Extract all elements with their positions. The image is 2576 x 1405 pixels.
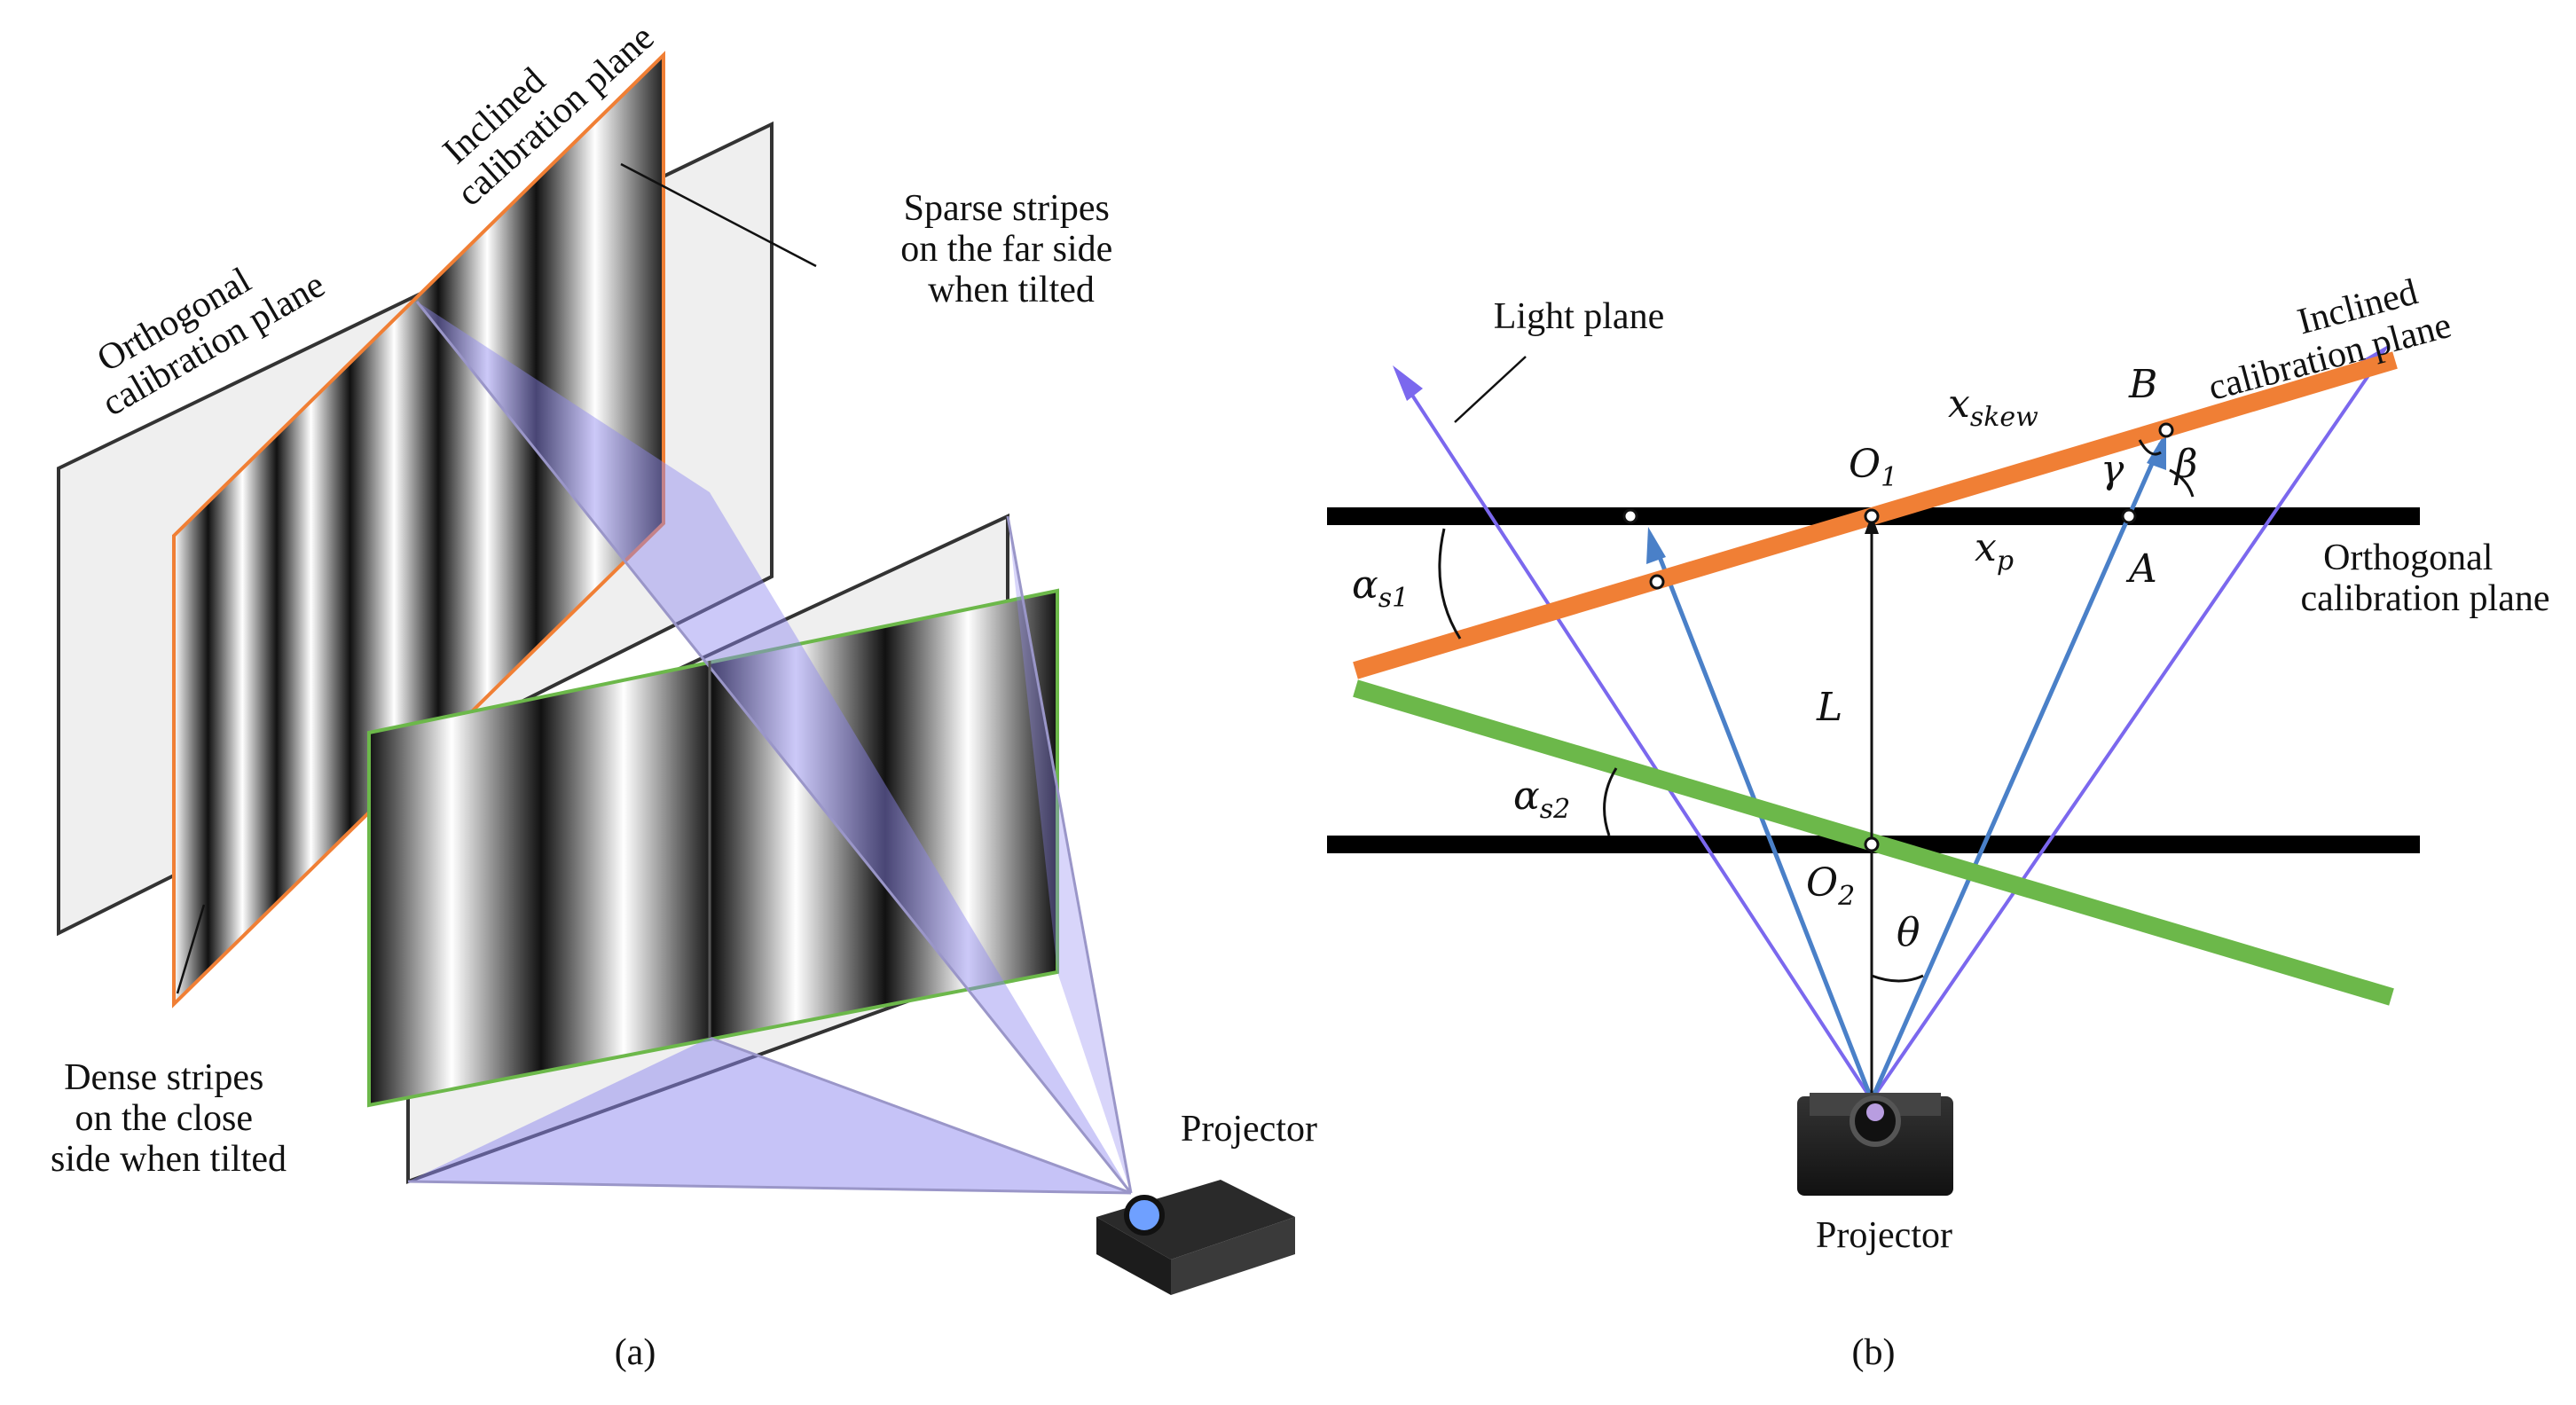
- alpha-s2-arc: [1603, 767, 1618, 836]
- O1-label: O1: [1849, 442, 1897, 493]
- projector-b: [1797, 1093, 1953, 1196]
- blue-ray-right: [1869, 442, 2164, 1102]
- projector-a: [1096, 1180, 1295, 1295]
- alpha-s1-arc: [1438, 528, 1462, 640]
- x-skew-label: xskew: [1948, 381, 2038, 433]
- fan-edge-4: [709, 1036, 1132, 1195]
- point-B: [2158, 422, 2174, 438]
- beta-label: β: [2173, 442, 2197, 487]
- beta-arc: [2169, 468, 2195, 498]
- projector-label-a: Projector: [1181, 1109, 1317, 1150]
- panel-a: Orthogonal calibration plane Inclined ca…: [51, 17, 1317, 1373]
- light-ray-left-head: [1393, 365, 1423, 401]
- sparse-label: Sparse stripes on the far side when tilt…: [900, 188, 1122, 310]
- blue-ray-left-head: [1646, 527, 1666, 564]
- projection-fan-lower: [408, 1038, 1131, 1193]
- B-label: B: [2128, 362, 2157, 407]
- sparse-leader: [620, 162, 817, 268]
- dense-leader: [176, 904, 206, 994]
- caption-b: (b): [1852, 1332, 1896, 1373]
- panel-b: Light plane Inclined calibration plane O…: [1327, 271, 2550, 1373]
- light-ray-right: [1870, 353, 2384, 1102]
- light-plane-leader: [1454, 356, 1527, 423]
- L-label: L: [1816, 685, 1842, 730]
- light-ray-left: [1398, 374, 1873, 1102]
- gamma-arc: [2138, 439, 2162, 456]
- alpha-s1-label: αs1: [1352, 562, 1409, 614]
- x-p-label: xp: [1975, 525, 2014, 577]
- inclined-plane-a: [172, 51, 665, 1009]
- O2-label: O2: [1806, 860, 1855, 912]
- dense-label: Dense stripes on the close side when til…: [51, 1057, 287, 1180]
- blue-ray-right-head: [2147, 431, 2166, 470]
- A-label: A: [2125, 546, 2157, 592]
- blue-ray-left: [1651, 540, 1874, 1101]
- alpha-s2-label: αs2: [1513, 773, 1570, 825]
- point-left-upper: [1622, 508, 1638, 524]
- point-O1: [1864, 508, 1880, 524]
- theta-label: θ: [1897, 910, 1920, 955]
- fan-edge-3: [1006, 515, 1133, 1194]
- projector-label-b: Projector: [1816, 1215, 1952, 1256]
- point-O2: [1864, 836, 1880, 852]
- gamma-label: γ: [2101, 447, 2124, 492]
- L-axis-head: [1865, 514, 1879, 534]
- point-left-lower: [1649, 574, 1665, 590]
- fan-edge-2: [407, 1180, 1132, 1195]
- lower-green-plane: [367, 588, 1059, 1108]
- theta-arc: [1871, 974, 1924, 983]
- orthogonal-label-b: Orthogonal calibration plane: [2300, 538, 2549, 619]
- light-plane-label: Light plane: [1494, 296, 1664, 337]
- point-A: [2121, 508, 2137, 524]
- caption-a: (a): [615, 1332, 656, 1373]
- fan-edge-1: [415, 301, 1133, 1194]
